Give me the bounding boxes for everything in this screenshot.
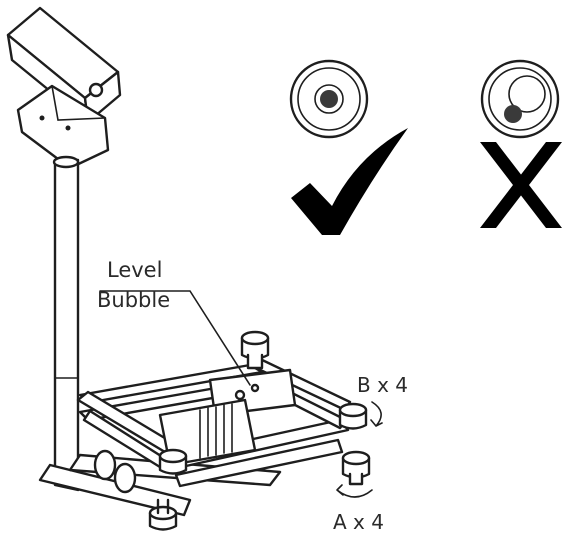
check-mark-icon (291, 128, 408, 235)
level-bubble-leader-line (99, 290, 251, 386)
b-count-label: B x 4 (357, 373, 408, 397)
display-head (6, 6, 122, 170)
pole (52, 155, 80, 492)
foot-back-left (240, 330, 270, 370)
a-count-label: A x 4 (333, 510, 384, 534)
bubble-centered-icon (320, 90, 338, 108)
foot-front-right (341, 450, 371, 486)
level-bubble-label-line2: Bubble (97, 288, 170, 312)
rotate-a-arrow-icon (336, 484, 373, 498)
x-mark-icon (480, 142, 562, 228)
foot-front-middle (158, 448, 188, 475)
level-indicator-correct (289, 59, 369, 139)
bubble-off-center-icon (504, 105, 522, 123)
foot-back-right (338, 402, 368, 430)
foot-front-left (148, 498, 178, 531)
rotate-b-arrow-icon (370, 401, 383, 427)
level-bubble-label-line1: Level (107, 258, 162, 282)
level-indicator-incorrect (480, 59, 560, 139)
base-frame (38, 356, 352, 517)
